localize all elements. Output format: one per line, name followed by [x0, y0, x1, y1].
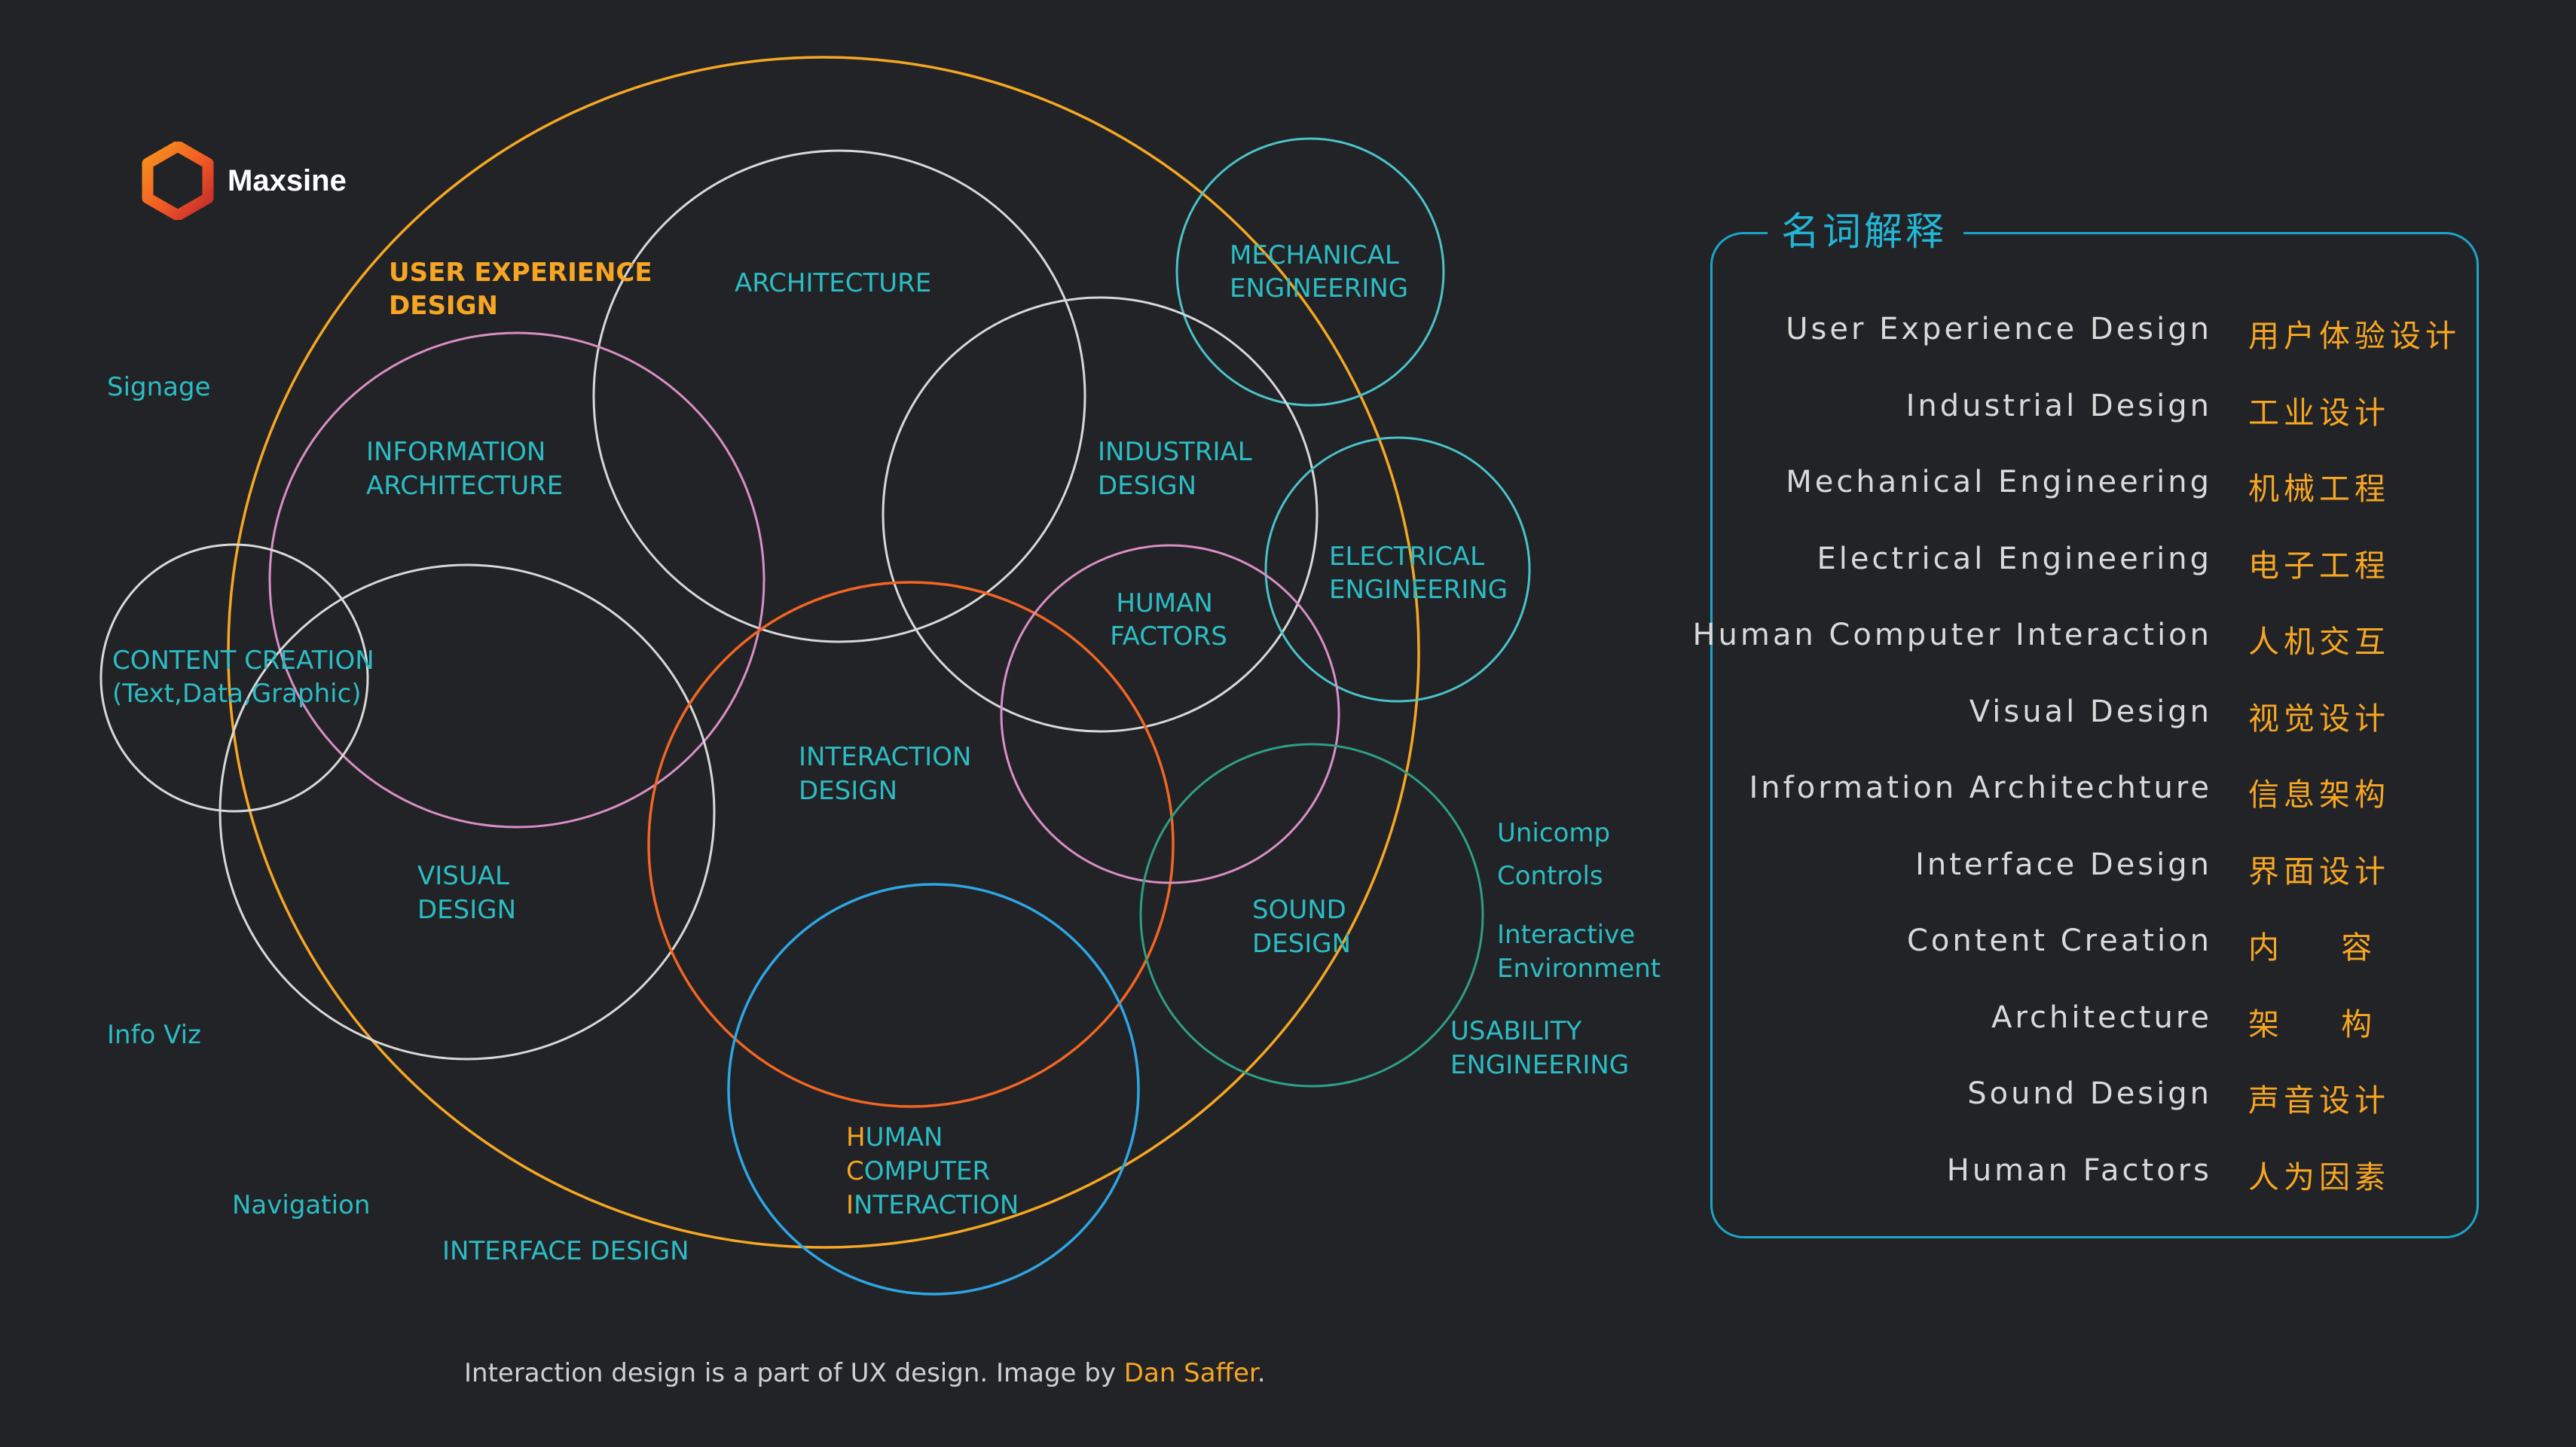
interaction-design-circle	[647, 581, 1175, 1108]
glossary-term-zh: 工业设计	[2248, 395, 2390, 431]
glossary-term-zh: 架 构	[2248, 1006, 2377, 1043]
brand: Maxsine	[142, 142, 347, 220]
glossary-title: 名词解释	[1768, 200, 1964, 256]
label-ux: USER EXPERIENCE DESIGN	[389, 258, 661, 321]
glossary-row: User Experience Design 用户体验设计	[1725, 312, 2464, 357]
electrical-engineering-circle	[1264, 436, 1531, 703]
glossary-row: Sound Design 声音设计	[1725, 1076, 2464, 1122]
label-information-architecture: INFORMATION ARCHITECTURE	[366, 437, 563, 501]
caption-text: Interaction design is a part of UX desig…	[464, 1358, 1124, 1388]
label-navigation: Navigation	[232, 1190, 370, 1220]
glossary-term-en: Human Computer Interaction	[1692, 618, 2212, 652]
label-usability-engineering: USABILITY ENGINEERING	[1450, 1016, 1629, 1080]
label-unicomp: Unicomp	[1497, 818, 1610, 848]
label-visual-design: VISUAL DESIGN	[417, 861, 518, 925]
glossary-row: Human Computer Interaction 人机交互	[1692, 618, 2464, 663]
hci-circle	[727, 883, 1140, 1296]
glossary-row: Industrial Design 工业设计	[1725, 389, 2464, 434]
information-architecture-circle	[268, 331, 765, 829]
glossary-term-zh: 机械工程	[2248, 471, 2390, 507]
label-interaction-design: INTERACTION DESIGN	[799, 742, 979, 806]
mechanical-engineering-circle	[1175, 137, 1445, 407]
label-signage: Signage	[107, 372, 211, 402]
label-info-viz: Info Viz	[107, 1020, 201, 1050]
sound-design-circle	[1139, 743, 1484, 1088]
label-interactive-environment: Interactive Environment	[1497, 920, 1661, 984]
image-caption: Interaction design is a part of UX desig…	[464, 1358, 1266, 1388]
glossary-row: Human Factors 人为因素	[1725, 1153, 2464, 1198]
glossary-term-zh: 视觉设计	[2248, 701, 2390, 737]
glossary-term-zh: 用户体验设计	[2248, 318, 2461, 354]
glossary-term-zh: 信息架构	[2248, 777, 2390, 813]
content-creation-circle	[99, 543, 369, 813]
glossary-term-zh: 电子工程	[2248, 548, 2390, 584]
glossary-row: Visual Design 视觉设计	[1725, 694, 2464, 740]
label-interface-design: INTERFACE DESIGN	[442, 1236, 689, 1266]
caption-author: Dan Saffer	[1123, 1358, 1257, 1388]
architecture-circle	[592, 149, 1086, 643]
label-human-factors: HUMAN FACTORS	[1110, 588, 1227, 652]
glossary-term-en: User Experience Design	[1786, 312, 2212, 346]
glossary-term-zh: 内 容	[2248, 930, 2377, 966]
glossary-term-en: Sound Design	[1967, 1076, 2212, 1111]
label-content-creation: CONTENT CREATION (Text,Data,Graphic)	[112, 646, 382, 709]
brand-name: Maxsine	[228, 163, 347, 197]
human-factors-circle	[1000, 544, 1340, 884]
glossary-term-en: Information Architechture	[1749, 771, 2212, 805]
label-industrial-design: INDUSTRIAL DESIGN	[1098, 437, 1260, 501]
glossary-term-en: Architecture	[1991, 1000, 2212, 1035]
glossary-panel	[1710, 232, 2479, 1238]
glossary-row: Electrical Engineering 电子工程	[1725, 542, 2464, 587]
label-architecture: ARCHITECTURE	[735, 268, 931, 298]
industrial-design-circle	[882, 296, 1319, 733]
label-mechanical-engineering: MECHANICAL ENGINEERING	[1230, 240, 1408, 304]
glossary-term-zh: 人机交互	[2248, 624, 2390, 660]
glossary-term-en: Visual Design	[1969, 694, 2212, 729]
glossary-term-zh: 人为因素	[2248, 1159, 2390, 1195]
glossary-term-en: Interface Design	[1915, 847, 2212, 882]
glossary-term-zh: 界面设计	[2248, 853, 2390, 890]
label-controls: Controls	[1497, 861, 1603, 891]
glossary-row: Architecture 架 构	[1725, 1000, 2464, 1046]
caption-end: .	[1257, 1358, 1266, 1388]
glossary-row: Content Creation 内 容	[1725, 923, 2464, 969]
ux-circle	[227, 56, 1420, 1249]
glossary-term-zh: 声音设计	[2248, 1082, 2390, 1119]
glossary-term-en: Industrial Design	[1905, 389, 2212, 423]
glossary-term-en: Mechanical Engineering	[1786, 465, 2212, 499]
label-electrical-engineering: ELECTRICAL ENGINEERING	[1329, 542, 1508, 605]
label-hci: HUMAN COMPUTER INTERACTION	[846, 1122, 1019, 1220]
glossary-term-en: Electrical Engineering	[1817, 542, 2212, 576]
visual-design-circle	[218, 563, 716, 1061]
hexagon-ring-logo-icon	[142, 142, 214, 220]
glossary-term-en: Content Creation	[1906, 923, 2212, 958]
label-sound-design: SOUND DESIGN	[1252, 895, 1355, 959]
glossary-term-en: Human Factors	[1946, 1153, 2212, 1188]
glossary-row: Interface Design 界面设计	[1725, 847, 2464, 893]
glossary-row: Information Architechture 信息架构	[1725, 771, 2464, 816]
glossary-row: Mechanical Engineering 机械工程	[1725, 465, 2464, 510]
